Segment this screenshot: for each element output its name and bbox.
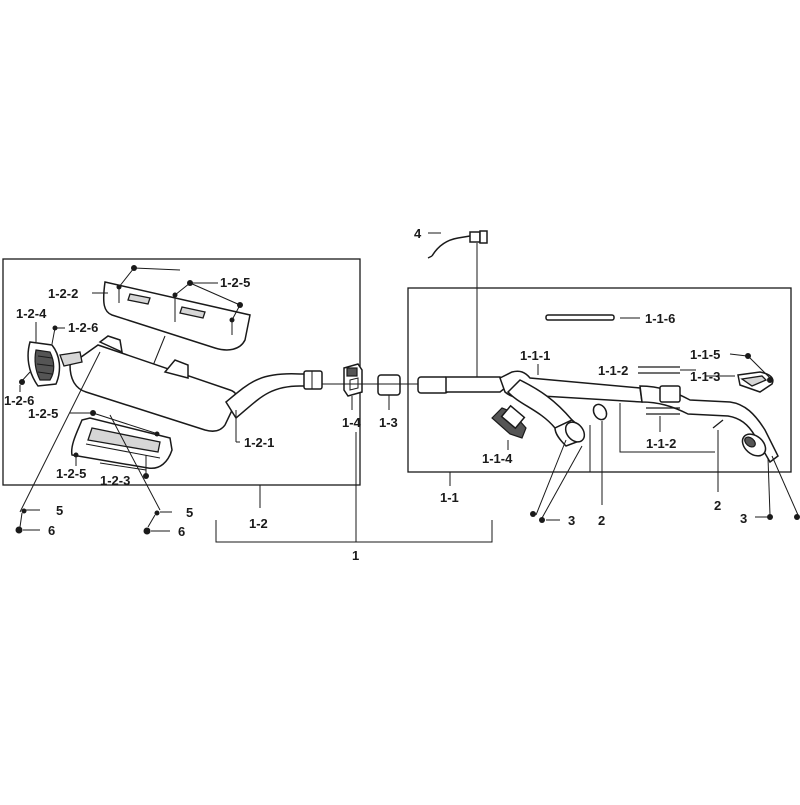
label-5-left: 5 xyxy=(56,503,63,518)
pipe-heat-guard xyxy=(737,371,774,393)
label-3-right: 3 xyxy=(740,511,747,526)
pipe-group-box xyxy=(407,287,792,473)
leader-3-mid-a xyxy=(535,439,567,516)
bolt-3-right-b xyxy=(794,514,800,520)
label-1-2-5-low: 1-2-5 xyxy=(56,466,86,481)
label-1-2: 1-2 xyxy=(249,516,268,531)
label-1-1-5: 1-1-5 xyxy=(690,347,720,362)
label-1-1-6: 1-1-6 xyxy=(645,311,675,326)
gasket-2-right xyxy=(712,419,724,429)
label-1-1-2-top: 1-1-2 xyxy=(598,363,628,378)
gasket-clamp-1-4 xyxy=(343,363,363,397)
connector-1-1-3 xyxy=(659,385,681,403)
label-1-1-2-bot: 1-1-2 xyxy=(646,436,676,451)
leader-3-right-a xyxy=(767,457,771,516)
label-6-left: 6 xyxy=(48,523,55,538)
pipe-group-inner-frame xyxy=(589,403,715,472)
label-1-2-4: 1-2-4 xyxy=(16,306,47,321)
bolt-5-mid xyxy=(154,510,160,516)
label-1-2-5-top: 1-2-5 xyxy=(220,275,250,290)
catalyst-1-1-4 xyxy=(491,404,527,439)
washer-6-mid xyxy=(143,527,151,535)
screw-1-2-6-b xyxy=(19,379,25,385)
leader-5-left-stem xyxy=(19,512,23,528)
label-1-4: 1-4 xyxy=(342,415,362,430)
washer-6-left xyxy=(15,526,23,534)
label-4: 4 xyxy=(414,226,422,241)
clamp-rings-top xyxy=(638,366,680,374)
upper-heat-shield xyxy=(102,281,251,351)
bracket-1 xyxy=(215,520,493,543)
heat-shield-bolts-top xyxy=(116,265,243,335)
leader-muffler-to-bolt-mid xyxy=(109,414,161,511)
bolt-1-2-3 xyxy=(143,473,149,479)
label-2-mid: 2 xyxy=(598,513,605,528)
bolt-1-1-5-b xyxy=(767,377,773,383)
label-1-2-5-mid: 1-2-5 xyxy=(28,406,58,421)
gasket-1-3 xyxy=(377,374,401,396)
label-2-right: 2 xyxy=(714,498,721,513)
label-1-2-2: 1-2-2 xyxy=(48,286,78,301)
leader-5-mid-stem xyxy=(147,514,156,528)
label-1-3: 1-3 xyxy=(379,415,398,430)
label-1: 1 xyxy=(352,548,359,563)
label-1-2-6-b: 1-2-6 xyxy=(4,393,34,408)
muffler xyxy=(59,335,238,432)
leader-3-right-b xyxy=(771,455,799,516)
muffler-link-pipe xyxy=(225,370,323,420)
label-6-mid: 6 xyxy=(178,524,185,539)
rod-1-1-6 xyxy=(545,314,615,321)
lower-heat-shield xyxy=(70,417,173,470)
bolt-3-right-a xyxy=(767,514,773,520)
label-1-2-3: 1-2-3 xyxy=(100,473,130,488)
label-3-mid: 3 xyxy=(568,513,575,528)
leader-1-2-6-a-drop xyxy=(51,327,56,345)
leader-shield-to-muffler xyxy=(151,335,166,369)
label-1-1: 1-1 xyxy=(440,490,459,505)
label-5-mid: 5 xyxy=(186,505,193,520)
oxygen-sensor xyxy=(427,230,488,259)
bolt-5-left xyxy=(21,508,27,514)
label-1-2-6-a: 1-2-6 xyxy=(68,320,98,335)
clamp-rings-bottom xyxy=(646,407,680,415)
muffler-end-cap xyxy=(27,341,61,387)
bolt-1-2-5-mid-b xyxy=(154,431,160,437)
bolt-3-mid-b xyxy=(539,517,545,523)
leader-1-1-5-drop xyxy=(747,355,771,379)
screw-1-2-6-a xyxy=(52,325,58,331)
label-1-2-1: 1-2-1 xyxy=(244,435,274,450)
gasket-2-mid xyxy=(592,403,608,421)
bolt-1-2-5-low xyxy=(73,452,79,458)
bolt-3-mid-a xyxy=(530,511,536,517)
leader-1-1-5 xyxy=(729,353,748,357)
label-1-1-3: 1-1-3 xyxy=(690,369,720,384)
leader-3-mid-b xyxy=(541,445,583,519)
label-1-1-1: 1-1-1 xyxy=(520,348,550,363)
leader-bolt-mid-shield xyxy=(92,412,156,434)
label-1-1-4: 1-1-4 xyxy=(482,451,513,466)
leader-muffler-to-bolt-left xyxy=(19,351,101,513)
